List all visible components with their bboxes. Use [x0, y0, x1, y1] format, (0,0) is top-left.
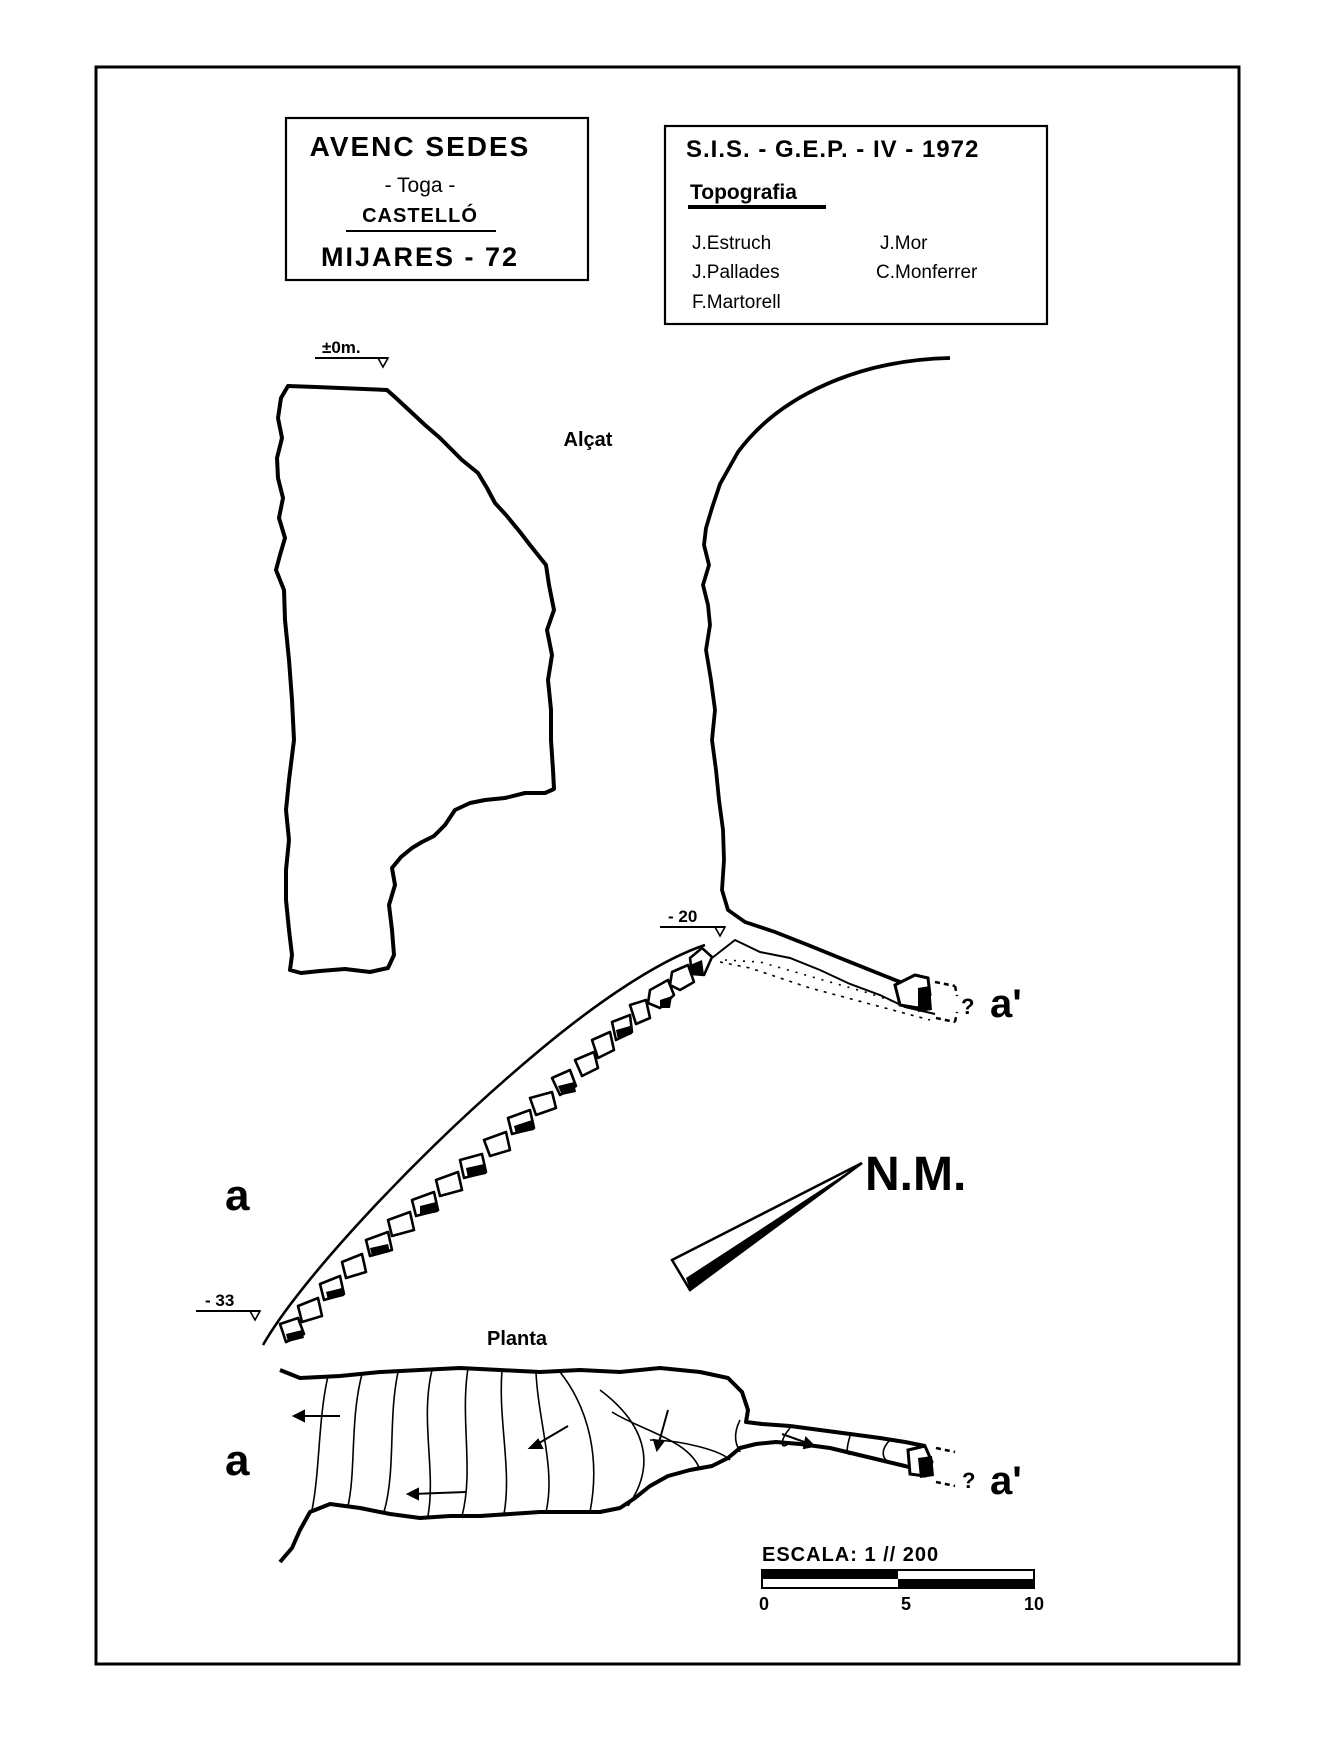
scale-tick-label: 5	[901, 1594, 911, 1614]
credits-box: S.I.S. - G.E.P. - IV - 1972 Topografia J…	[663, 124, 1049, 326]
shaft-left-wall	[274, 384, 556, 975]
sheet-frame	[94, 65, 1241, 1666]
unknown-continuation-mark: ?	[962, 1468, 975, 1493]
title-box: AVENC SEDES - Toga - CASTELLÓ MIJARES - …	[284, 116, 590, 282]
depth-marker-33m: - 33	[196, 1291, 262, 1322]
section-start-label: a	[225, 1171, 250, 1220]
scale-bar: ESCALA: 1 // 200 0 5 10	[759, 1544, 1044, 1614]
north-arrow: N.M.	[670, 1148, 966, 1292]
cave-name: AVENC SEDES	[310, 131, 531, 162]
plan-outline-top	[279, 1366, 926, 1448]
scale-label: ESCALA: 1 // 200	[762, 1544, 939, 1566]
plan-label: Planta	[487, 1328, 548, 1350]
surveyor-name: C.Monferrer	[876, 262, 978, 283]
gravel-slope	[711, 938, 936, 1021]
slope-contours	[311, 1367, 891, 1517]
topography-heading: Topografia	[690, 181, 797, 204]
depth-marker-0m: ±0m.	[315, 338, 390, 369]
depth-marker-20m: - 20	[660, 907, 727, 938]
terminal-blocks-plan: ?	[906, 1444, 975, 1493]
surveyor-name: J.Estruch	[692, 233, 771, 254]
scale-tick-label: 0	[759, 1594, 769, 1614]
slope-direction-arrows	[291, 1409, 817, 1501]
survey-group: S.I.S. - G.E.P. - IV - 1972	[686, 136, 979, 163]
depth-label: - 33	[205, 1291, 234, 1310]
municipality: - Toga -	[385, 174, 456, 197]
terminal-blocks-elevation: ?	[893, 973, 974, 1024]
depth-label: ±0m.	[322, 338, 361, 357]
campaign: MIJARES - 72	[321, 242, 519, 272]
depth-label: - 20	[668, 907, 697, 926]
shaft-right-wall	[701, 356, 951, 996]
unknown-continuation-mark: ?	[961, 994, 974, 1019]
section-end-label: a'	[990, 982, 1022, 1026]
province: CASTELLÓ	[362, 203, 478, 227]
scale-tick-label: 10	[1024, 1594, 1044, 1614]
surveyor-name: J.Mor	[880, 233, 928, 254]
surveyor-name: J.Pallades	[692, 262, 780, 283]
surveyor-name: F.Martorell	[692, 292, 781, 313]
north-arrow-label: N.M.	[865, 1148, 966, 1201]
plan-end-label: a'	[990, 1459, 1022, 1503]
plan-start-label: a	[225, 1436, 250, 1485]
boulder-slope	[261, 943, 714, 1346]
elevation-section: Alçat ±0m. - 20 ? a'	[196, 338, 1022, 1346]
elevation-label: Alçat	[564, 429, 613, 451]
plan-section: Planta	[225, 1328, 1022, 1564]
